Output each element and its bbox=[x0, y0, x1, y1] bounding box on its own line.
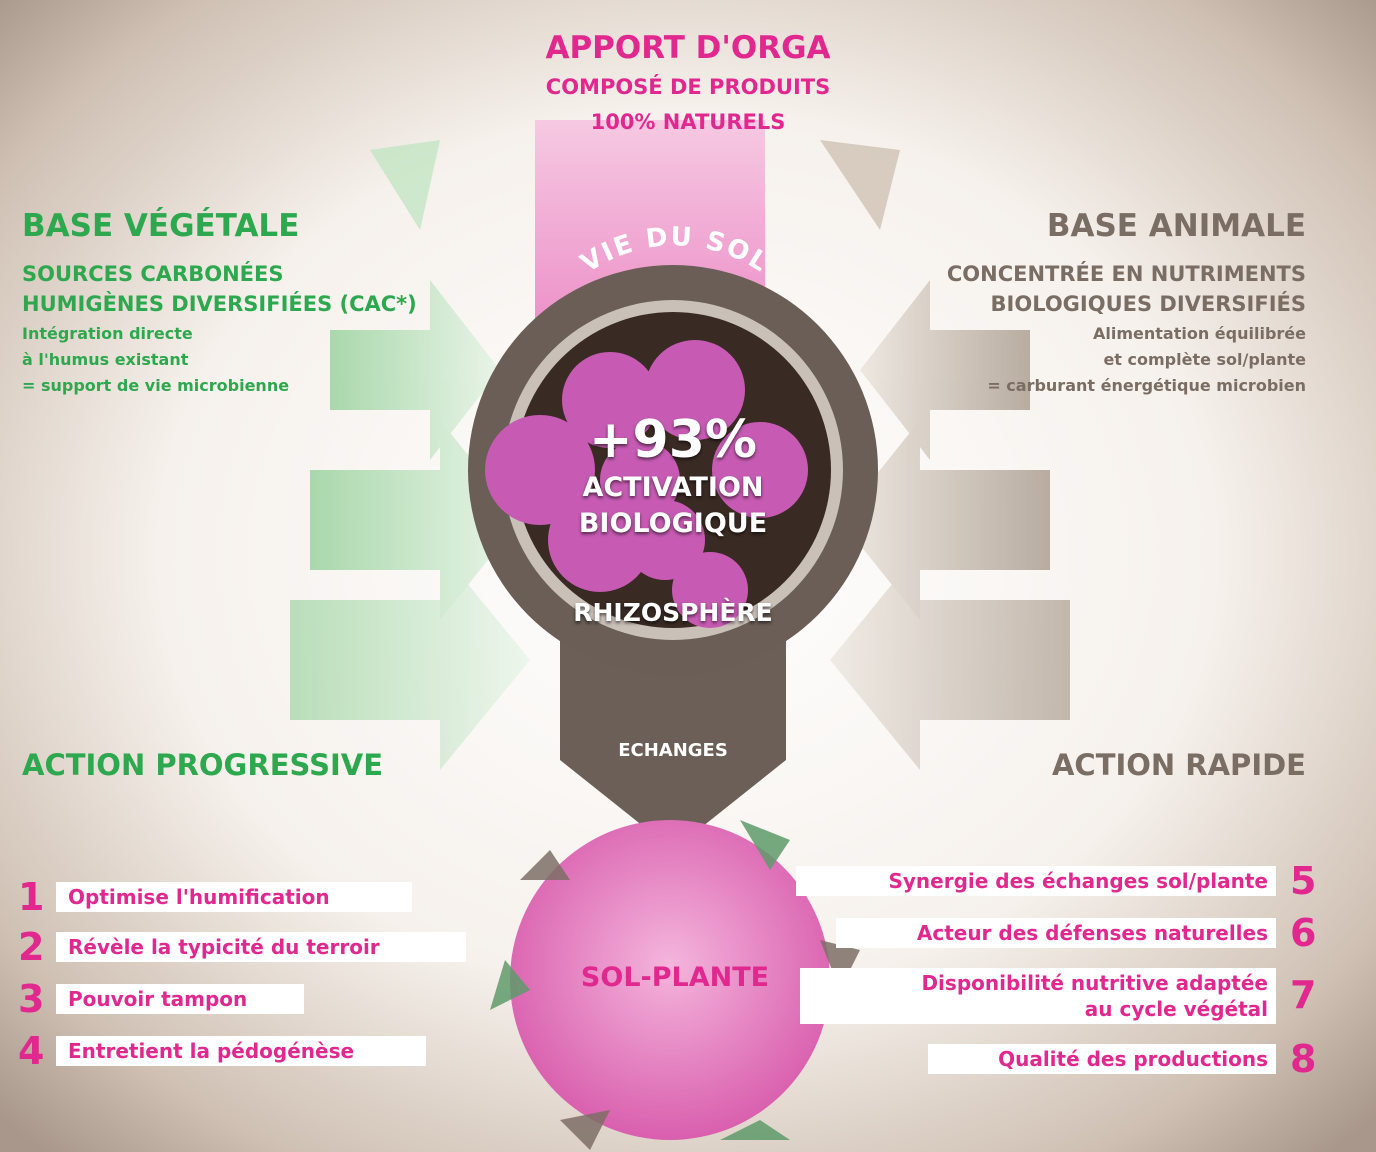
microbe-blobs bbox=[485, 340, 808, 628]
plant-base-sub-2: HUMIGÈNES DIVERSIFIÉES (CAC*) bbox=[22, 292, 417, 316]
list-item: Pouvoir tampon bbox=[56, 984, 304, 1014]
list-item-label: Révèle la typicité du terroir bbox=[68, 935, 380, 959]
soil-plant-circle bbox=[510, 820, 830, 1140]
animal-base-title: BASE ANIMALE bbox=[1046, 208, 1306, 244]
activation-percent: +93% bbox=[588, 410, 758, 470]
item-number-3: 3 bbox=[18, 977, 45, 1021]
input-subtitle-1: COMPOSÉ DE PRODUITS bbox=[545, 75, 831, 99]
list-item: Optimise l'humification bbox=[56, 882, 412, 912]
item-number-5: 5 bbox=[1290, 859, 1317, 903]
plant-base-line-3: = support de vie microbienne bbox=[22, 376, 290, 395]
plant-base-sub-1: SOURCES CARBONÉES bbox=[22, 262, 284, 286]
animal-base-line-3: = carburant énergétique microbien bbox=[987, 376, 1306, 395]
exchange-arrow bbox=[560, 640, 786, 850]
exchanges-label: ECHANGES bbox=[618, 740, 728, 761]
list-item-label-line-1: Disponibilité nutritive adaptée bbox=[921, 971, 1268, 995]
activation-label-1: ACTIVATION bbox=[582, 472, 764, 503]
list-item: Entretient la pédogénèse bbox=[56, 1036, 426, 1066]
list-item-label-line-2: au cycle végétal bbox=[1084, 997, 1268, 1021]
item-number-1: 1 bbox=[18, 875, 45, 919]
soil-plant-label: SOL-PLANTE bbox=[580, 962, 770, 993]
animal-base-sub-2: BIOLOGIQUES DIVERSIFIÉS bbox=[990, 292, 1306, 316]
animal-base-line-2: et complète sol/plante bbox=[1103, 350, 1306, 369]
progressive-action-title: ACTION PROGRESSIVE bbox=[22, 748, 384, 782]
rhizosphere-label: RHIZOSPHÈRE bbox=[573, 598, 773, 627]
plant-base-title: BASE VÉGÉTALE bbox=[22, 208, 300, 244]
plant-base-line-1: Intégration directe bbox=[22, 324, 193, 343]
item-number-8: 8 bbox=[1290, 1037, 1317, 1081]
plant-base-line-2: à l'humus existant bbox=[22, 350, 189, 369]
list-item: Acteur des défenses naturelles bbox=[836, 918, 1276, 948]
list-item: Synergie des échanges sol/plante bbox=[796, 866, 1276, 896]
item-number-2: 2 bbox=[18, 925, 45, 969]
list-item-label: Qualité des productions bbox=[998, 1047, 1268, 1071]
list-item-label: Synergie des échanges sol/plante bbox=[888, 869, 1268, 893]
rapid-action-title: ACTION RAPIDE bbox=[1051, 748, 1306, 782]
list-item-label: Acteur des défenses naturelles bbox=[916, 921, 1268, 945]
animal-base-sub-1: CONCENTRÉE EN NUTRIMENTS bbox=[946, 262, 1306, 286]
animal-base-line-1: Alimentation équilibrée bbox=[1093, 324, 1306, 343]
list-item: Qualité des productions bbox=[928, 1044, 1276, 1074]
cycle-arrows bbox=[490, 820, 860, 1150]
input-title: APPORT D'ORGA bbox=[545, 30, 831, 66]
list-item-label: Optimise l'humification bbox=[68, 885, 330, 909]
list-item-label: Pouvoir tampon bbox=[68, 987, 248, 1011]
brown-arrows bbox=[820, 140, 1070, 770]
item-number-4: 4 bbox=[18, 1029, 45, 1073]
green-arrows bbox=[290, 140, 530, 770]
list-item-label: Entretient la pédogénèse bbox=[68, 1039, 355, 1063]
activation-label-2: BIOLOGIQUE bbox=[578, 508, 768, 539]
item-number-6: 6 bbox=[1290, 911, 1317, 955]
list-item: Révèle la typicité du terroir bbox=[56, 932, 466, 962]
item-number-7: 7 bbox=[1290, 973, 1317, 1017]
input-subtitle-2: 100% NATURELS bbox=[590, 110, 786, 134]
